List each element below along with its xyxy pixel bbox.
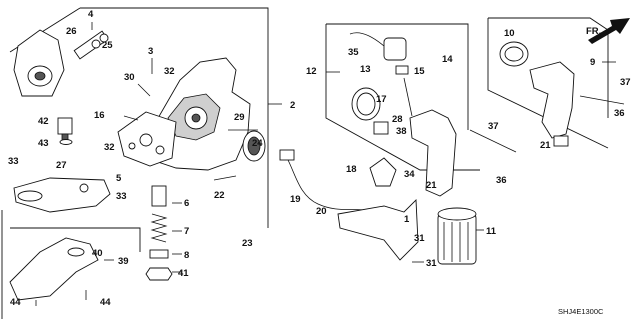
- callout-2: 2: [290, 100, 295, 111]
- callout-36-middle: 36: [496, 175, 507, 186]
- oil-pump-assembly: [117, 57, 258, 181]
- callout-31-upper: 31: [414, 233, 425, 244]
- callout-32-lower: 32: [104, 142, 115, 153]
- callout-30: 30: [124, 72, 135, 83]
- callout-41: 41: [178, 268, 189, 279]
- callout-20: 20: [316, 206, 327, 217]
- callout-18: 18: [346, 164, 357, 175]
- callout-numbers: 4 26 25 3 32 30 2 16 42 43 32 29 24 33 2…: [8, 9, 631, 308]
- callout-27: 27: [56, 160, 67, 171]
- callout-3: 3: [148, 46, 153, 57]
- callout-35: 35: [348, 47, 359, 58]
- callout-29: 29: [234, 112, 245, 123]
- oil-filter-11: [437, 207, 477, 265]
- callout-24: 24: [252, 138, 263, 149]
- diagram-code: SHJ4E1300C: [558, 307, 604, 316]
- callout-1: 1: [404, 214, 410, 225]
- front-direction-arrow-icon: [588, 18, 630, 44]
- callout-32-upper: 32: [164, 66, 175, 77]
- callout-34: 34: [404, 169, 415, 180]
- callout-37-right: 37: [620, 77, 631, 88]
- solenoid-group: [349, 32, 457, 197]
- callout-10: 10: [504, 28, 515, 39]
- callout-19: 19: [290, 194, 301, 205]
- callout-22: 22: [214, 190, 225, 201]
- right-bracket-group: [469, 41, 625, 153]
- front-direction-label: FR.: [586, 26, 601, 37]
- callout-13: 13: [360, 64, 371, 75]
- callout-42: 42: [38, 116, 49, 127]
- callout-39: 39: [118, 256, 129, 267]
- baffle-plate: [337, 198, 419, 261]
- callout-17: 17: [376, 94, 387, 105]
- oil-strainer-upper: [13, 177, 111, 213]
- callout-38: 38: [396, 126, 407, 137]
- callout-16: 16: [94, 110, 105, 121]
- callout-5: 5: [116, 173, 122, 184]
- callout-43: 43: [38, 138, 49, 149]
- callout-44-right: 44: [100, 297, 111, 308]
- callout-25: 25: [102, 40, 113, 51]
- relief-valve-parts: [145, 185, 173, 281]
- callout-31-lower: 31: [426, 258, 437, 269]
- callout-44-left: 44: [10, 297, 21, 308]
- callout-6: 6: [184, 198, 189, 209]
- callout-36-right: 36: [614, 108, 625, 119]
- leader-lines: [91, 22, 616, 273]
- oil-strainer-lower: [9, 237, 99, 306]
- callout-23: 23: [242, 238, 253, 249]
- callout-8: 8: [184, 250, 189, 261]
- callout-26: 26: [66, 26, 77, 37]
- callout-21-right: 21: [540, 140, 551, 151]
- callout-21-middle: 21: [426, 180, 437, 191]
- callout-40: 40: [92, 248, 103, 259]
- callout-14: 14: [442, 54, 453, 65]
- callout-11: 11: [486, 226, 497, 237]
- callout-9: 9: [590, 57, 595, 68]
- callout-4: 4: [88, 9, 94, 20]
- frame-lines: [1, 7, 609, 319]
- callout-37-middle: 37: [488, 121, 499, 132]
- oil-pressure-switch: [57, 117, 73, 145]
- sensor-harness: [279, 149, 397, 213]
- seal-24: [242, 130, 266, 162]
- callout-12: 12: [306, 66, 317, 77]
- callout-33-right: 33: [116, 191, 127, 202]
- callout-7: 7: [184, 226, 189, 237]
- top-left-bracket: [13, 29, 109, 97]
- callout-28: 28: [392, 114, 403, 125]
- callout-33-left: 33: [8, 156, 19, 167]
- callout-15: 15: [414, 66, 425, 77]
